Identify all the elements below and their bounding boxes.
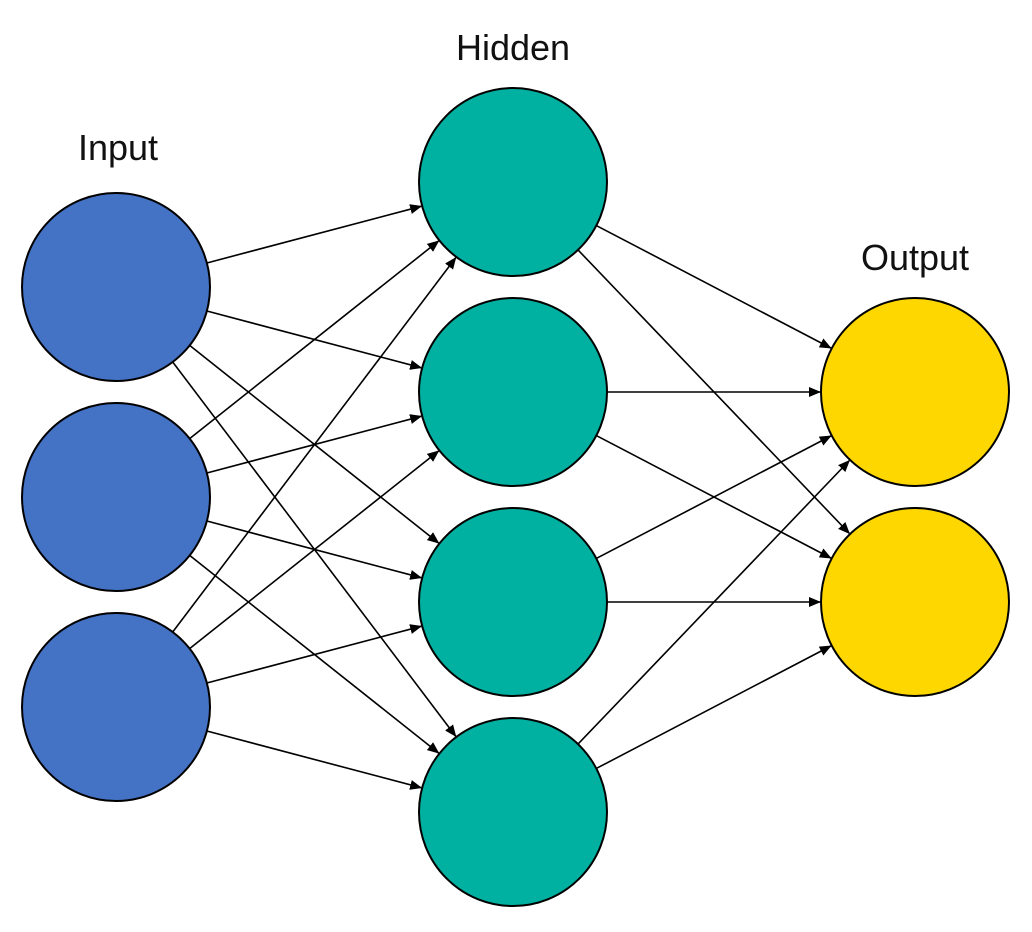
- edge-input-1-to-hidden-1: [206, 204, 423, 264]
- edge-input-3-to-hidden-4: [206, 730, 423, 790]
- nodes: [21, 87, 1010, 907]
- edge-hidden-4-to-output-2: [595, 645, 832, 770]
- output-layer-label: Output: [861, 237, 969, 278]
- input-node-3: [21, 612, 211, 802]
- output-node-1: [820, 297, 1010, 487]
- connections: [172, 204, 851, 790]
- output-node-2: [820, 507, 1010, 697]
- hidden-layer-label: Hidden: [456, 27, 570, 68]
- edge-hidden-4-to-output-1: [577, 459, 851, 745]
- edge-hidden-1-to-output-1: [595, 224, 832, 349]
- hidden-node-1: [418, 87, 608, 277]
- edge-input-3-to-hidden-3: [206, 624, 423, 684]
- hidden-node-2: [418, 297, 608, 487]
- input-node-2: [21, 402, 211, 592]
- hidden-node-4: [418, 717, 608, 907]
- hidden-node-3: [418, 507, 608, 697]
- edge-input-3-to-hidden-1: [172, 256, 457, 633]
- input-layer-label: Input: [78, 127, 158, 168]
- edge-hidden-3-to-output-1: [595, 435, 832, 560]
- input-node-1: [21, 192, 211, 382]
- edge-input-3-to-hidden-2: [189, 450, 440, 650]
- edge-input-2-to-hidden-1: [189, 240, 440, 440]
